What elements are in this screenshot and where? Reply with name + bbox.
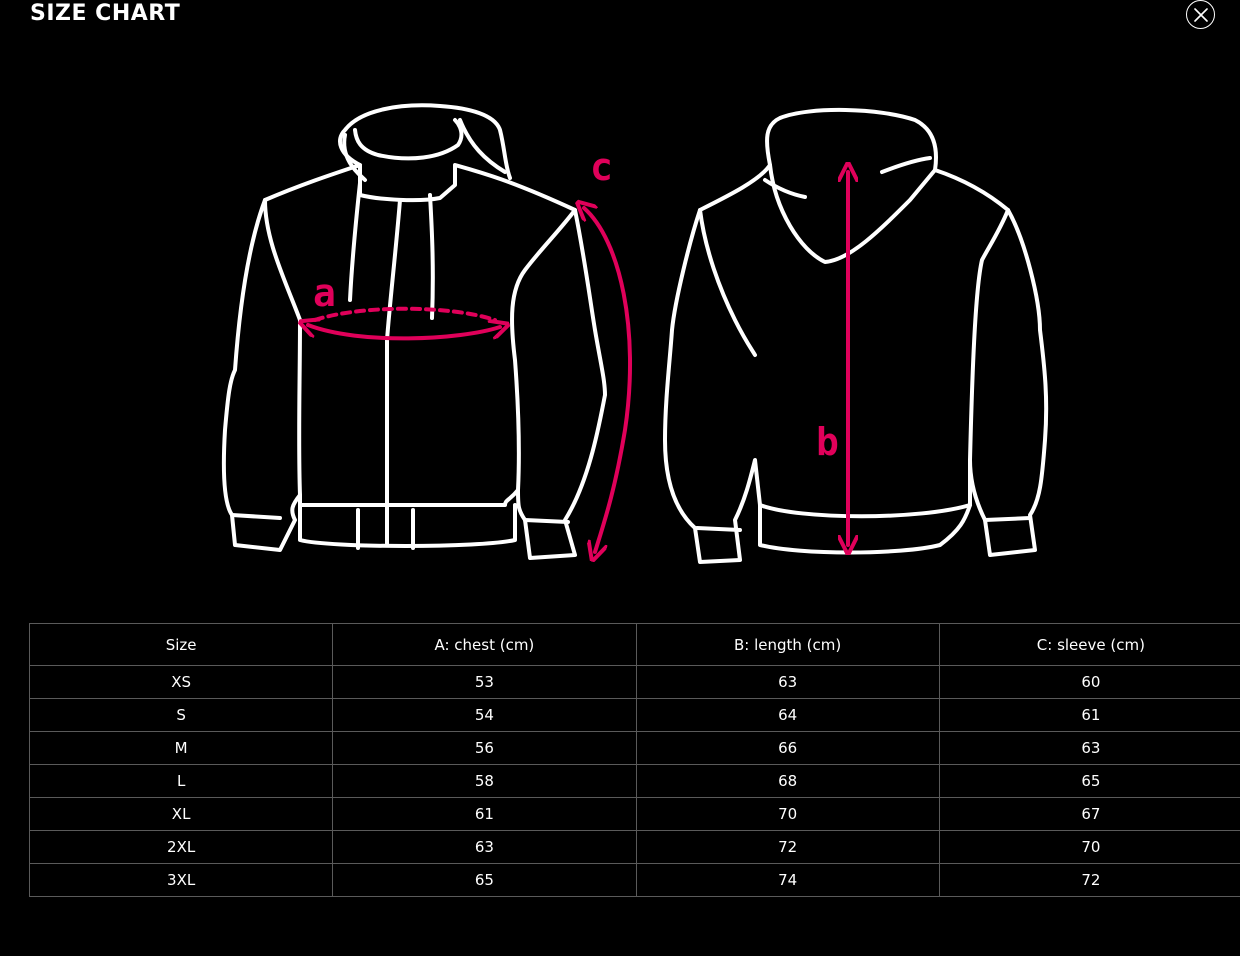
- length-label: b: [816, 420, 839, 464]
- sleeve-measurement-arrow: [584, 208, 632, 552]
- close-button[interactable]: [1186, 0, 1215, 29]
- size-cell: XS: [28, 665, 334, 699]
- table-row: S 54 64 61: [28, 698, 1240, 732]
- sleeve-cell: 72: [938, 863, 1240, 897]
- size-cell: 3XL: [28, 863, 334, 897]
- table-row: XS 53 63 60: [28, 665, 1240, 699]
- table-header-row: Size A: chest (cm) B: length (cm) C: sle…: [28, 623, 1240, 666]
- size-table: Size A: chest (cm) B: length (cm) C: sle…: [28, 623, 1240, 897]
- sleeve-cell: 67: [938, 797, 1240, 831]
- size-cell: 2XL: [28, 830, 334, 864]
- length-cell: 68: [635, 764, 940, 798]
- column-header-length: B: length (cm): [635, 623, 940, 666]
- sleeve-cell: 65: [938, 764, 1240, 798]
- table-row: 3XL 65 74 72: [28, 863, 1240, 897]
- sleeve-cell: 61: [938, 698, 1240, 732]
- sleeve-cell: 63: [938, 731, 1240, 765]
- length-cell: 64: [635, 698, 940, 732]
- size-cell: L: [28, 764, 334, 798]
- chest-cell: 53: [332, 665, 637, 699]
- length-cell: 74: [635, 863, 940, 897]
- sleeve-cell: 60: [938, 665, 1240, 699]
- chest-measurement-arrow: [308, 306, 500, 341]
- table-row: L 58 68 65: [28, 764, 1240, 798]
- chest-cell: 61: [332, 797, 637, 831]
- column-header-sleeve: C: sleeve (cm): [938, 623, 1240, 666]
- length-cell: 72: [635, 830, 940, 864]
- table-row: M 56 66 63: [28, 731, 1240, 765]
- column-header-chest: A: chest (cm): [332, 623, 637, 666]
- sleeve-label: c: [590, 145, 613, 189]
- sleeve-cell: 70: [938, 830, 1240, 864]
- back-hoodie-drawing: [663, 108, 1049, 564]
- chest-cell: 54: [332, 698, 637, 732]
- chest-cell: 65: [332, 863, 637, 897]
- length-cell: 66: [635, 731, 940, 765]
- hoodie-measurement-illustration: a c b: [221, 103, 1049, 575]
- table-row: XL 61 70 67: [28, 797, 1240, 831]
- chest-cell: 56: [332, 731, 637, 765]
- front-hoodie-drawing: [221, 103, 607, 560]
- close-icon: [1193, 7, 1208, 22]
- chest-label: a: [313, 271, 336, 315]
- size-cell: M: [28, 731, 334, 765]
- table-row: 2XL 63 72 70: [28, 830, 1240, 864]
- length-cell: 70: [635, 797, 940, 831]
- modal-title: SIZE CHART: [30, 1, 181, 26]
- size-cell: XL: [28, 797, 334, 831]
- chest-cell: 58: [332, 764, 637, 798]
- column-header-size: Size: [28, 623, 334, 666]
- chest-cell: 63: [332, 830, 637, 864]
- size-cell: S: [28, 698, 334, 732]
- length-cell: 63: [635, 665, 940, 699]
